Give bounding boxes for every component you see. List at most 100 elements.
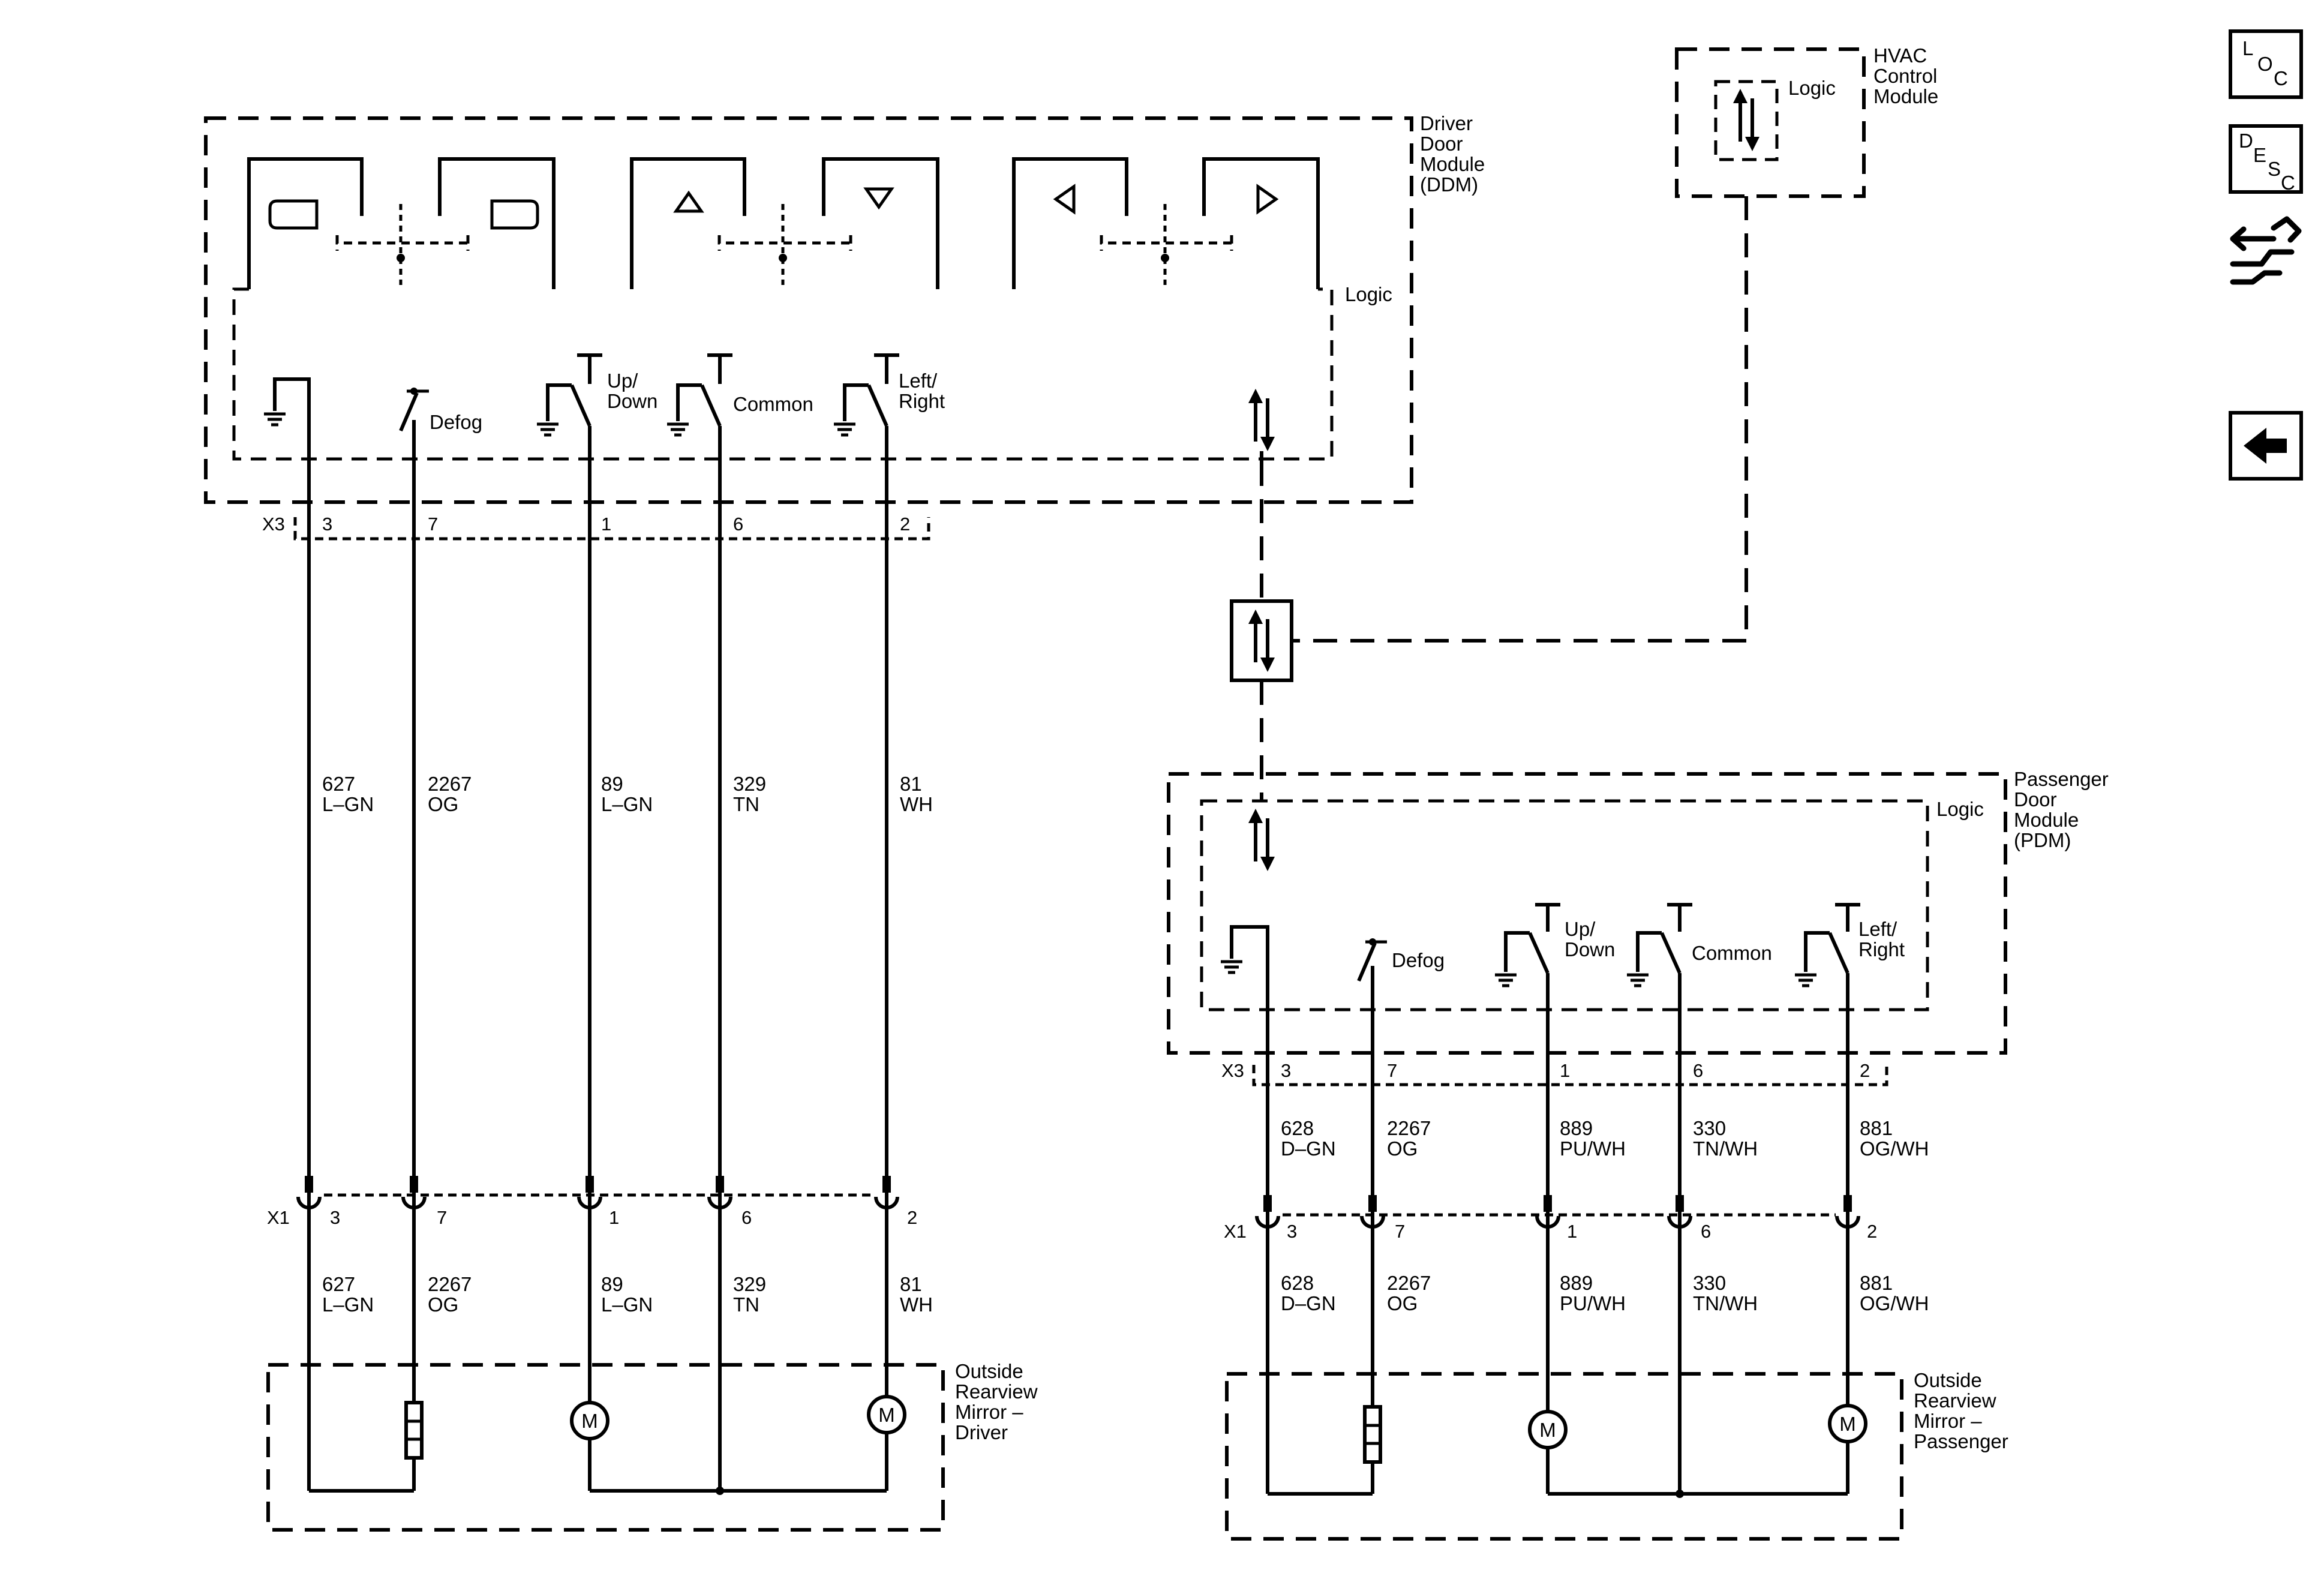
location-button[interactable]: L O C	[2229, 29, 2303, 99]
wire-color: OG	[1387, 1292, 1418, 1314]
hvac-name-1: HVAC	[1873, 44, 1927, 67]
ddm-right-arrow-icon[interactable]	[1256, 184, 1279, 215]
pdm-x3-pin: 6	[1693, 1060, 1703, 1081]
pdm-defog-element-icon	[1363, 1405, 1382, 1464]
ddm-x3-pin: 3	[322, 514, 332, 535]
connector-hand-icon[interactable]	[2230, 216, 2302, 285]
wire-circuit: 628	[1281, 1272, 1314, 1294]
wire-color: WH	[900, 1293, 933, 1316]
pdm-updown-label-1: Up/	[1565, 918, 1596, 940]
pdm-x1-label: X1	[1224, 1221, 1247, 1242]
pdm-x3-label: X3	[1221, 1060, 1244, 1081]
ddm-wires	[307, 379, 888, 1491]
pdm-x1-pin: 2	[1867, 1221, 1877, 1242]
ddm-x1-pin: 3	[330, 1207, 340, 1228]
back-arrow-icon[interactable]	[2229, 411, 2303, 481]
desc-letter: C	[2281, 172, 2295, 194]
pdm-updown-label-2: Down	[1565, 938, 1615, 960]
wire-color: D–GN	[1281, 1137, 1336, 1160]
pdm-name-1: Passenger	[2014, 768, 2109, 790]
ddm-defog-label: Defog	[430, 411, 482, 433]
ddm-updown-label-1: Up/	[607, 370, 638, 392]
hvac-control-module: Logic HVAC Control Module	[1675, 44, 1938, 198]
ddm-x1-pin: 7	[437, 1207, 447, 1228]
desc-letter: S	[2268, 158, 2281, 180]
wire-circuit: 89	[601, 1273, 623, 1295]
wire-circuit: 329	[733, 773, 766, 795]
wire-color: L–GN	[601, 793, 653, 815]
pdm-wire-labels-upper: 628 D–GN 2267 OG 889 PU/WH 330 TN/WH 881…	[1281, 1117, 1929, 1160]
pdm-x1-pin: 6	[1701, 1221, 1711, 1242]
wire-circuit: 627	[322, 1273, 355, 1295]
pdm-x3-pin: 1	[1560, 1060, 1570, 1081]
ddm-x1-pin: 1	[609, 1207, 619, 1228]
serial-data-splice	[1230, 599, 1293, 682]
ddm-left-arrow-icon[interactable]	[1053, 184, 1076, 215]
wire-color: D–GN	[1281, 1292, 1336, 1314]
pdm-x3-pin: 2	[1860, 1060, 1870, 1081]
motor-label: M	[581, 1410, 598, 1432]
pdm-name-3: Module	[2014, 809, 2079, 831]
pdm-wires	[1266, 927, 1849, 1494]
ddm-down-arrow-icon[interactable]	[863, 187, 894, 210]
wire-color: L–GN	[322, 793, 374, 815]
ddm-logic-label: Logic	[1345, 283, 1392, 305]
wire-circuit: 628	[1281, 1117, 1314, 1139]
passenger-outside-mirror: M M Outside Rearview Mirror – Passenger	[1225, 1369, 2008, 1541]
wire-circuit: 81	[900, 773, 922, 795]
wire-color: OG	[1387, 1137, 1418, 1160]
driver-door-module: Driver Door Module (DDM) Logic	[204, 112, 1485, 504]
wire-circuit: 329	[733, 1273, 766, 1295]
wire-color: TN	[733, 793, 759, 815]
wire-color: WH	[900, 793, 933, 815]
ddm-left-mirror-icon[interactable]	[268, 199, 319, 230]
pdm-defog-label: Defog	[1392, 949, 1445, 971]
ddm-mirror-name: Outside	[955, 1360, 1023, 1382]
wire-circuit: 330	[1693, 1272, 1726, 1294]
ddm-right-mirror-icon[interactable]	[490, 199, 539, 230]
hvac-logic-label: Logic	[1788, 77, 1836, 99]
wire-color: PU/WH	[1560, 1292, 1626, 1314]
hvac-name-2: Control	[1873, 65, 1937, 87]
ddm-name-4: (DDM)	[1420, 173, 1478, 196]
ddm-leftright-label-1: Left/	[899, 370, 938, 392]
wire-circuit: 881	[1860, 1272, 1893, 1294]
ddm-x1-connector: X1 3 7 1 6 2	[267, 1176, 917, 1228]
pdm-name-4: (PDM)	[2014, 829, 2071, 851]
motor-label: M	[1839, 1413, 1856, 1435]
wire-circuit: 2267	[1387, 1117, 1431, 1139]
pdm-mirror-name: Mirror –	[1914, 1410, 1982, 1432]
motor-label: M	[878, 1404, 895, 1426]
pdm-leftright-label-1: Left/	[1858, 918, 1897, 940]
pdm-x1-pin: 3	[1287, 1221, 1297, 1242]
pdm-common-label: Common	[1692, 942, 1772, 964]
pdm-name-2: Door	[2014, 788, 2057, 810]
wire-color: OG	[428, 1293, 458, 1316]
ddm-defog-element-icon	[404, 1401, 424, 1460]
pdm-x3-pin: 7	[1387, 1060, 1397, 1081]
ddm-x3-pin: 6	[733, 514, 743, 535]
wire-color: L–GN	[322, 1293, 374, 1316]
desc-letter: E	[2253, 144, 2266, 166]
wire-color: PU/WH	[1560, 1137, 1626, 1160]
pdm-mirror-name: Rearview	[1914, 1389, 1996, 1412]
ddm-name-1: Driver	[1420, 112, 1473, 134]
ddm-leftright-label-2: Right	[899, 390, 945, 412]
ddm-x3-pin: 7	[428, 514, 438, 535]
hvac-name-3: Module	[1873, 85, 1938, 107]
wire-circuit: 889	[1560, 1117, 1593, 1139]
ddm-x3-pin: 1	[601, 514, 611, 535]
ddm-up-arrow-icon[interactable]	[673, 190, 704, 213]
serial-data-bus	[1260, 196, 1748, 801]
wire-color: TN/WH	[1693, 1292, 1758, 1314]
pdm-wire-labels-lower: 628 D–GN 2267 OG 889 PU/WH 330 TN/WH 881…	[1281, 1272, 1929, 1314]
pdm-x3-connector: X3 3 7 1 6 2	[1221, 1060, 1888, 1086]
ddm-wire-labels-lower: 627 L–GN 2267 OG 89 L–GN 329 TN 81 WH	[322, 1273, 933, 1316]
driver-outside-mirror: M M Outside Rearview Mirror – Driver	[266, 1360, 1038, 1532]
ddm-updown-label-2: Down	[607, 390, 657, 412]
description-button[interactable]: D E S C	[2229, 124, 2303, 194]
ddm-x3-pin: 2	[900, 514, 910, 535]
wire-circuit: 627	[322, 773, 355, 795]
ddm-name-2: Door	[1420, 133, 1463, 155]
